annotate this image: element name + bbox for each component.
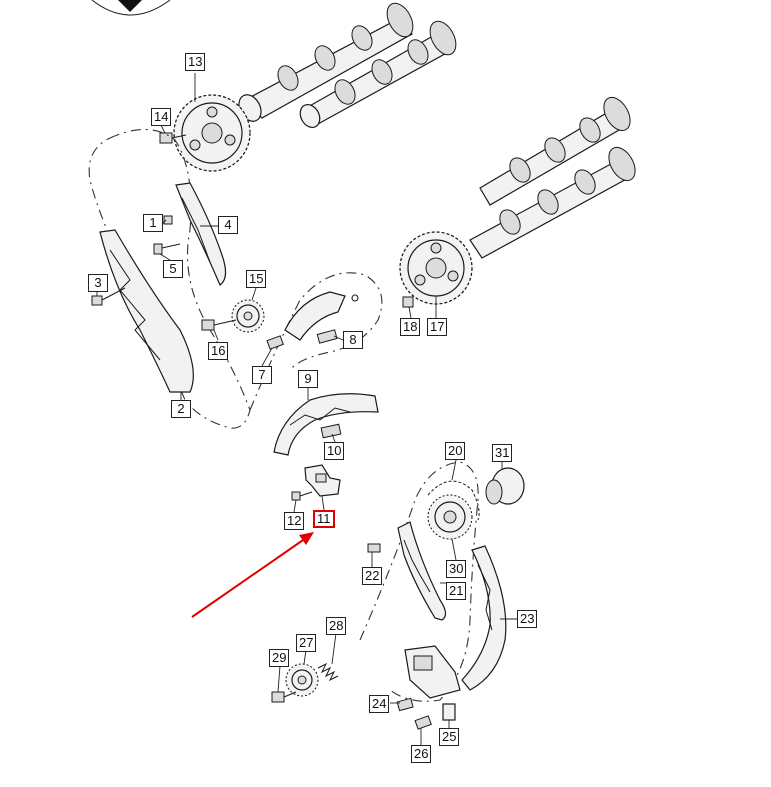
callout-21: 21 (446, 582, 467, 600)
camshaft-sprocket-13 (173, 94, 251, 172)
callout-25: 25 (439, 728, 460, 746)
callout-30: 30 (446, 560, 467, 578)
tensioner-rail-23 (461, 545, 507, 691)
bolt-26 (414, 715, 432, 730)
callout-18: 18 (400, 318, 421, 336)
indicator-arrow (191, 532, 314, 618)
bolt-16 (201, 319, 237, 331)
tensioner-11 (304, 464, 341, 497)
callout-20: 20 (445, 442, 466, 460)
sprocket-15 (231, 299, 265, 333)
camshaft-right-lower (469, 146, 636, 259)
bolt-12 (291, 491, 313, 501)
bolt-14 (159, 132, 187, 144)
callout-16: 16 (208, 342, 229, 360)
callout-10: 10 (324, 442, 345, 460)
chain-guide-9 (273, 393, 379, 456)
pin-10 (320, 423, 342, 439)
bolt-1 (163, 215, 173, 225)
callout-11-highlighted: 11 (313, 510, 335, 528)
sleeve-25 (442, 703, 456, 721)
chain-guide-2 (99, 229, 194, 393)
callout-5: 5 (163, 260, 183, 278)
callout-4: 4 (218, 216, 238, 234)
tensioner-housing (404, 645, 461, 699)
bolt-24 (396, 697, 414, 712)
bolt-7 (266, 335, 284, 350)
camshaft-upper-left (238, 2, 414, 122)
callout-13: 13 (185, 53, 206, 71)
camshaft-upper-left-second (299, 20, 457, 129)
camshaft-right-upper (479, 96, 631, 206)
callout-15: 15 (246, 270, 267, 288)
gear-31 (485, 467, 525, 505)
bolt-5 (153, 243, 181, 255)
sprocket-30 (427, 494, 473, 540)
sprocket-27 (285, 663, 319, 697)
camshaft-sprocket-17 (399, 231, 473, 305)
callout-31: 31 (492, 444, 513, 462)
lower-timing-chain (359, 461, 479, 702)
callout-29: 29 (269, 649, 290, 667)
callout-28: 28 (326, 617, 347, 635)
callout-1: 1 (143, 214, 163, 232)
bolt-29 (271, 691, 297, 703)
callout-22: 22 (362, 567, 383, 585)
bolt-18 (402, 296, 414, 308)
callout-3: 3 (88, 274, 108, 292)
callout-17: 17 (427, 318, 448, 336)
bolt-22 (367, 543, 381, 553)
callout-14: 14 (151, 108, 172, 126)
tensioner-rail-4 (175, 182, 227, 286)
leader-lines (96, 73, 517, 745)
callout-7: 7 (252, 366, 272, 384)
callout-23: 23 (517, 610, 538, 628)
chain-20 (427, 480, 480, 521)
chain-guide-6 (284, 291, 359, 341)
spring-28 (317, 662, 339, 682)
pin-8 (316, 329, 338, 344)
callout-24: 24 (369, 695, 390, 713)
compass-symbol (91, 0, 171, 16)
callout-8: 8 (343, 331, 363, 349)
callout-9: 9 (298, 370, 318, 388)
callout-26: 26 (411, 745, 432, 763)
callout-27: 27 (296, 634, 317, 652)
chain-guide-21 (397, 521, 447, 621)
callout-12: 12 (284, 512, 305, 530)
callout-2: 2 (171, 400, 191, 418)
part-6-marker: 6 (352, 290, 353, 291)
